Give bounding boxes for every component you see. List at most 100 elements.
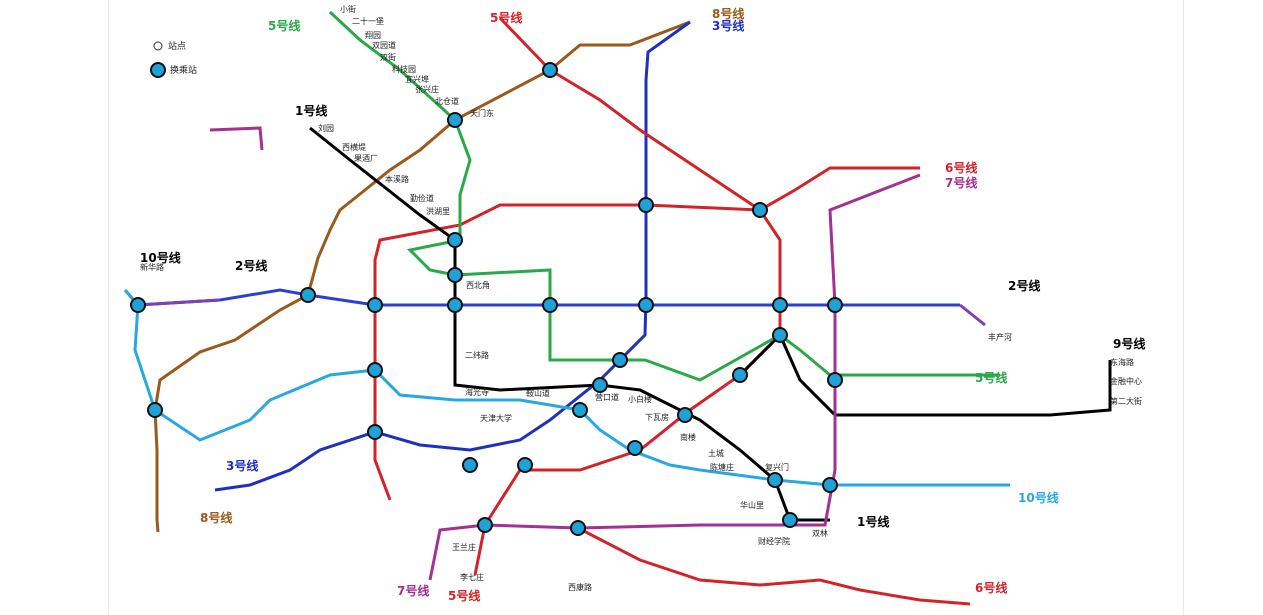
station-label: 北仓道 (435, 96, 459, 106)
transfer-station[interactable] (447, 232, 463, 248)
line-7-label-south: 7号线 (397, 583, 429, 598)
station-label: 海光寺 (465, 387, 489, 397)
transfer-station[interactable] (462, 457, 478, 473)
transfer-station[interactable] (592, 377, 608, 393)
line-5-label-south: 5号线 (448, 588, 480, 603)
station-label: 下瓦房 (645, 412, 669, 422)
transfer-station[interactable] (367, 297, 383, 313)
station-label: 营口道 (595, 392, 619, 402)
station-label: 南楼 (680, 432, 696, 442)
station-label: 李七庄 (460, 572, 484, 582)
station-label: 复兴门 (765, 462, 789, 472)
transfer-station[interactable] (827, 297, 843, 313)
station-label: 二十一堡 (352, 16, 384, 26)
station-label: 勤俭道 (410, 193, 434, 203)
transfer-station[interactable] (367, 424, 383, 440)
transfer-station[interactable] (542, 297, 558, 313)
transfer-station[interactable] (517, 457, 533, 473)
line-8-label-south: 8号线 (200, 510, 232, 525)
station-label: 金融中心 (1110, 376, 1142, 386)
transfer-station[interactable] (822, 477, 838, 493)
station-label: 财经学院 (758, 536, 790, 546)
station-label: 第二大街 (1110, 396, 1142, 406)
transfer-station[interactable] (732, 367, 748, 383)
station-label: 张兴庄 (415, 84, 439, 94)
transfer-station[interactable] (782, 512, 798, 528)
transfer-station[interactable] (752, 202, 768, 218)
station-label: 科技园 (392, 64, 416, 74)
legend: 站点 换乘站 (150, 40, 197, 78)
transfer-station[interactable] (638, 197, 654, 213)
transfer-station[interactable] (612, 352, 628, 368)
transfer-station[interactable] (772, 327, 788, 343)
station-label: 华山里 (740, 500, 764, 510)
line-6-label: 6号线 (945, 160, 977, 175)
transfer-station[interactable] (147, 402, 163, 418)
station-label: 宜兴埠 (405, 74, 429, 84)
legend-transfer-icon (150, 62, 166, 78)
station-label: 天津大学 (480, 413, 512, 423)
station-label: 鞍山道 (526, 388, 550, 398)
transfer-station[interactable] (772, 297, 788, 313)
transfer-station[interactable] (627, 440, 643, 456)
station-label: 东海路 (1110, 357, 1134, 367)
station-label: 本溪路 (385, 174, 409, 184)
station-label: 小白楼 (628, 394, 652, 404)
station-label: 陈塘庄 (710, 462, 734, 472)
station-label: 新华路 (140, 262, 164, 272)
line-10-path (123, 289, 1010, 487)
line-3-label-south: 3号线 (226, 458, 258, 473)
transfer-station[interactable] (447, 297, 463, 313)
station-label: 洪湖里 (426, 206, 450, 216)
transfer-station[interactable] (542, 62, 558, 78)
line-1-path (309, 126, 830, 522)
station-label: 王兰庄 (452, 542, 476, 552)
transfer-station[interactable] (447, 112, 463, 128)
transfer-station[interactable] (677, 407, 693, 423)
station-label: 双林 (812, 528, 828, 538)
line-9-label: 9号线 (1113, 336, 1145, 351)
station-label: 西横堤 (342, 142, 366, 152)
line-10-label: 10号线 (140, 250, 181, 265)
station-label: 翔园 (365, 30, 381, 40)
station-label: 天门东 (470, 108, 494, 118)
transfer-station[interactable] (827, 372, 843, 388)
transfer-stations (130, 62, 843, 536)
transfer-station[interactable] (570, 520, 586, 536)
transfer-station[interactable] (572, 402, 588, 418)
station-label: 丰产河 (988, 332, 1012, 342)
line-7-west-path (209, 126, 264, 151)
transfer-station[interactable] (447, 267, 463, 283)
line-6-south-path (577, 526, 971, 606)
line-4-label-east: 5号线 (975, 370, 1007, 385)
station-label: 双园道 (372, 40, 396, 50)
transfer-station[interactable] (130, 297, 146, 313)
transfer-station[interactable] (367, 362, 383, 378)
line-3-path (214, 20, 691, 492)
station-label: 土城 (708, 448, 724, 458)
station-label: 双街 (380, 52, 396, 62)
legend-station-label: 站点 (168, 40, 186, 52)
transfer-station[interactable] (300, 287, 316, 303)
line-6-label-south: 6号线 (975, 580, 1007, 595)
line-3-label: 3号线 (712, 18, 744, 33)
line-9-path (738, 332, 1112, 417)
station-label: 刘园 (318, 123, 334, 133)
line-2-east-path (959, 303, 986, 327)
line-4-label: 5号线 (268, 18, 300, 33)
line-8-label: 8号线 (712, 6, 744, 21)
line-2-label: 2号线 (235, 258, 267, 273)
transfer-station[interactable] (638, 297, 654, 313)
station-label: 西康路 (568, 582, 592, 592)
station-labels: 小街 二十一堡 翔园 双园道 双街 科技园 宜兴埠 张兴庄 北仓道 天门东 刘园… (140, 4, 1142, 592)
station-label: 果酒厂 (354, 154, 378, 163)
line-5-path (473, 16, 782, 576)
transfer-station[interactable] (767, 472, 783, 488)
station-label: 二纬路 (465, 350, 489, 360)
transfer-station[interactable] (477, 517, 493, 533)
line-7-label: 7号线 (945, 175, 977, 190)
legend-station-icon (153, 41, 163, 51)
legend-transfer-label: 换乘站 (170, 64, 197, 76)
line-10-label-east: 10号线 (1018, 490, 1059, 505)
